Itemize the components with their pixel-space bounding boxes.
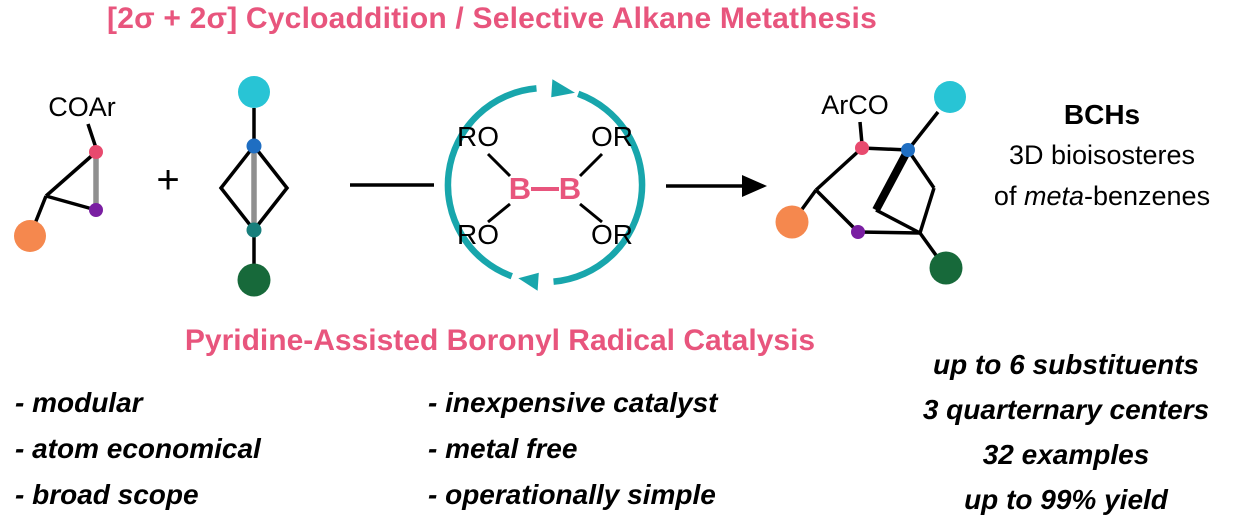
feature-item: - atom economical [15,433,261,464]
ob-bond [578,152,604,178]
meta-prefix: of [993,181,1024,211]
catalytic-cycle: RO OR RO OR B B [444,79,646,291]
feature-item: - inexpensive catalyst [428,387,718,418]
boron-left-label: B [509,171,531,206]
blue-substituent-dot [901,143,915,157]
cc-bond [86,123,98,149]
cycle-arc-left [444,85,537,280]
scheme-title: [2σ + 2σ] Cycloaddition / Selective Alka… [107,2,877,35]
ring-bond [861,146,909,152]
feature-item: - broad scope [15,479,199,510]
ring-bond [45,194,97,212]
or-label-top-right: OR [591,121,633,152]
reaction-arrow [666,175,767,197]
stat-item: 3 quarternary centers [922,394,1210,425]
product-bch: ArCO [775,81,966,285]
meta-suffix: -benzenes [1083,181,1211,211]
cyan-substituent [238,76,270,108]
plus-sign: + [156,158,180,202]
or-label-bottom-right: OR [591,219,633,250]
red-substituent-dot [89,145,103,159]
ob-bond [486,152,512,178]
feature-list-left: - modular - atom economical - broad scop… [15,380,261,515]
ro-label-bottom-left: RO [457,219,499,250]
stat-item: up to 99% yield [964,484,1168,515]
purple-substituent-dot [89,203,103,217]
cyan-substituent [934,81,966,113]
feature-item: - modular [15,387,143,418]
cc-bond [32,195,48,227]
feature-item: - metal free [428,433,578,464]
reaction-line-left [350,183,434,187]
catalysis-subtitle: Pyridine-Assisted Boronyl Radical Cataly… [184,324,816,357]
meta-word: meta [1023,181,1084,211]
reactant-bcb-1: COAr [14,92,116,252]
feature-item: - operationally simple [428,479,716,510]
red-substituent-dot [855,141,869,155]
ring-bond [814,146,864,192]
boron-right-label: B [559,171,581,206]
ring-bond [906,149,936,189]
arrowhead [742,175,767,197]
product-desc-line: 3D bioisosteres [1008,140,1196,170]
cycle-arc-right [553,90,646,285]
green-substituent [929,251,963,285]
stat-item: up to 6 substituents [933,349,1199,380]
cc-bond [798,188,818,214]
purple-substituent-dot [851,225,865,239]
feature-list-right: up to 6 substituents 3 quarternary cente… [880,342,1252,515]
ring-bond [857,230,921,235]
ob-bond [579,202,603,224]
ring-bond [918,187,936,234]
ob-bond [487,202,511,224]
product-name: BCHs [1063,99,1141,130]
orange-substituent [14,220,46,252]
feature-list-middle: - inexpensive catalyst - metal free - op… [428,380,717,515]
product-description: BCHs 3D bioisosteres of meta-benzenes [950,94,1254,217]
green-substituent [237,263,271,297]
teal-substituent-dot [246,222,262,238]
cc-bond [918,231,940,260]
bridge-bond [875,208,921,235]
ro-label-top-left: RO [457,121,499,152]
cc-bond [858,121,864,145]
reactant-bcb-2 [218,76,290,297]
orange-substituent [775,205,809,239]
coar-label: COAr [48,92,116,122]
product-desc-line: of meta-benzenes [950,176,1254,217]
ring-bond [44,150,98,198]
bridge-bond-bold [872,148,912,212]
cycle-arrowhead-top [551,79,575,98]
arco-label: ArCO [821,90,889,120]
blue-substituent-dot [246,138,262,154]
ring-bond [814,188,860,234]
cc-bond [906,110,940,152]
stat-item: 32 examples [982,439,1150,470]
cycle-arrowhead-bottom [518,272,539,291]
